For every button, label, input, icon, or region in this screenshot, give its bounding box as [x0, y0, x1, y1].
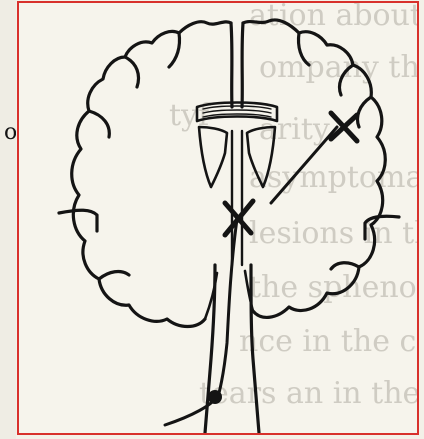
callosum-stripe-1 [203, 106, 271, 109]
right-hemisphere-outline [243, 20, 385, 317]
left-sulcus-3 [89, 111, 109, 137]
left-sylvian-fissure [59, 210, 97, 231]
left-sulcus-4 [99, 272, 129, 279]
right-sulcus-1 [298, 33, 309, 65]
right-sulcus-2 [340, 65, 354, 95]
left-sulcus-1 [169, 33, 180, 67]
left-medial-surface [231, 23, 232, 107]
left-sulcus-2 [125, 57, 139, 87]
left-margin-strip: o [0, 0, 16, 439]
brainstem-nucleus-dot [208, 390, 222, 404]
pathway-upper-segment [271, 127, 337, 203]
figure-frame: ation about a ompany the facia tyf arity… [17, 1, 419, 435]
brain-coronal-diagram [19, 3, 417, 433]
right-sylvian-fissure [365, 216, 399, 239]
right-sulcus-3 [358, 97, 372, 127]
left-lateral-ventricle [199, 127, 227, 187]
left-margin-svg: o [0, 0, 16, 439]
right-sulcus-4 [331, 263, 359, 269]
right-medial-surface [242, 23, 243, 107]
callosum-stripe-2 [203, 110, 271, 113]
right-lateral-ventricle [247, 127, 275, 187]
left-edge-glyph: o [4, 120, 16, 145]
brainstem-right-edge [251, 265, 259, 433]
